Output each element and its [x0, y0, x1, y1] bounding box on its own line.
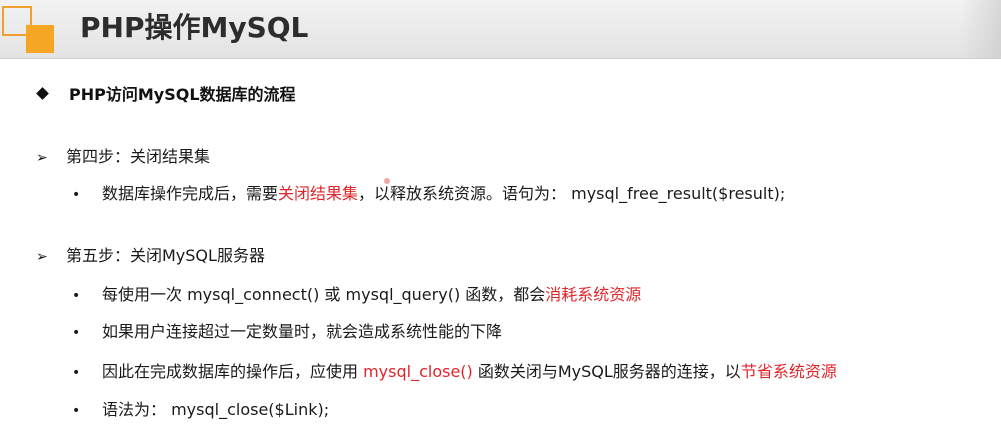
- highlight-code-text: mysql_close(): [363, 362, 473, 381]
- bullet-text: 函数关闭与MySQL服务器的连接，以: [472, 362, 741, 381]
- step-four-row: ➢ 第四步：关闭结果集: [36, 146, 210, 169]
- bullet-text: 每使用一次 mysql_connect() 或 mysql_query() 函数…: [102, 285, 546, 304]
- step-five-bullet-3: • 因此在完成数据库的操作后，应使用 mysql_close() 函数关闭与MyS…: [72, 361, 837, 384]
- arrow-bullet-icon: ➢: [36, 150, 48, 166]
- pointer-cursor-dot: [384, 178, 390, 184]
- arrow-bullet-icon: ➢: [36, 249, 48, 265]
- section-heading: PHP访问MySQL数据库的流程: [69, 85, 296, 104]
- dot-bullet-icon: •: [72, 325, 81, 341]
- logo-filled-square: [26, 25, 54, 53]
- step-five-row: ➢ 第五步：关闭MySQL服务器: [36, 245, 265, 268]
- highlight-text: 节省系统资源: [740, 362, 837, 381]
- bullet-text: ，以释放系统资源。语句为： mysql_free_result($result)…: [358, 184, 786, 203]
- logo-outline-square: [2, 6, 32, 36]
- step-five-bullet-2: • 如果用户连接超过一定数量时，就会造成系统性能的下降: [72, 321, 502, 344]
- bullet-text: 因此在完成数据库的操作后，应使用: [102, 362, 364, 381]
- dot-bullet-icon: •: [72, 288, 81, 304]
- step-four-bullet: • 数据库操作完成后，需要关闭结果集，以释放系统资源。语句为： mysql_fre…: [72, 183, 785, 206]
- highlight-text: 关闭结果集: [278, 184, 359, 203]
- bullet-text: 语法为： mysql_close($Link);: [102, 400, 330, 419]
- dot-bullet-icon: •: [72, 403, 81, 419]
- highlight-text: 消耗系统资源: [545, 285, 642, 304]
- step-five-bullet-1: • 每使用一次 mysql_connect() 或 mysql_query() 函…: [72, 284, 641, 307]
- step-four-label: 第四步：关闭结果集: [66, 147, 211, 166]
- slide-title: PHP操作MySQL: [80, 11, 309, 44]
- step-five-label: 第五步：关闭MySQL服务器: [66, 246, 265, 265]
- diamond-bullet-icon: [36, 87, 49, 100]
- bullet-text: 如果用户连接超过一定数量时，就会造成系统性能的下降: [102, 322, 503, 341]
- step-five-bullet-4: • 语法为： mysql_close($Link);: [72, 399, 329, 422]
- title-bar: PHP操作MySQL: [0, 0, 1001, 59]
- dot-bullet-icon: •: [72, 187, 81, 203]
- bullet-text: 数据库操作完成后，需要: [102, 184, 279, 203]
- dot-bullet-icon: •: [72, 365, 81, 381]
- section-heading-row: PHP访问MySQL数据库的流程: [36, 84, 296, 106]
